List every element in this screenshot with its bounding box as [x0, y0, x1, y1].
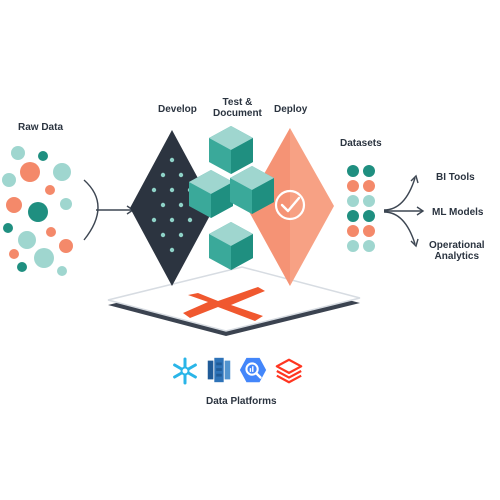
checkmark-icon — [274, 189, 306, 221]
snowflake-icon — [173, 357, 197, 385]
test-label-line2: Document — [213, 108, 262, 119]
platform-base — [107, 266, 361, 336]
datasets-label: Datasets — [340, 138, 382, 149]
test-document-cubes — [189, 126, 274, 270]
redshift-icon — [207, 357, 231, 383]
data-platforms-label: Data Platforms — [206, 396, 277, 407]
raw-data-label: Raw Data — [18, 122, 64, 133]
raw-data-dots — [2, 146, 73, 276]
output-arrows — [383, 174, 425, 248]
databricks-icon — [275, 358, 303, 384]
bi-tools-label: BI Tools — [436, 172, 475, 183]
develop-diamond — [130, 130, 214, 286]
datasets-grid — [347, 165, 375, 252]
operational-analytics-label: Operational Analytics — [429, 240, 485, 262]
test-label-line1: Test & — [222, 97, 253, 108]
deploy-diamond — [246, 128, 334, 286]
bigquery-icon — [239, 357, 267, 383]
ml-models-label: ML Models — [432, 207, 484, 218]
deploy-label: Deploy — [274, 104, 308, 115]
develop-label: Develop — [158, 104, 197, 115]
arrow-into-pipeline — [83, 179, 99, 241]
dbt-x-logo — [183, 287, 265, 321]
test-document-label: Test & Document — [213, 97, 262, 119]
operational-label-line1: Operational — [429, 240, 485, 251]
operational-label-line2: Analytics — [434, 251, 480, 262]
